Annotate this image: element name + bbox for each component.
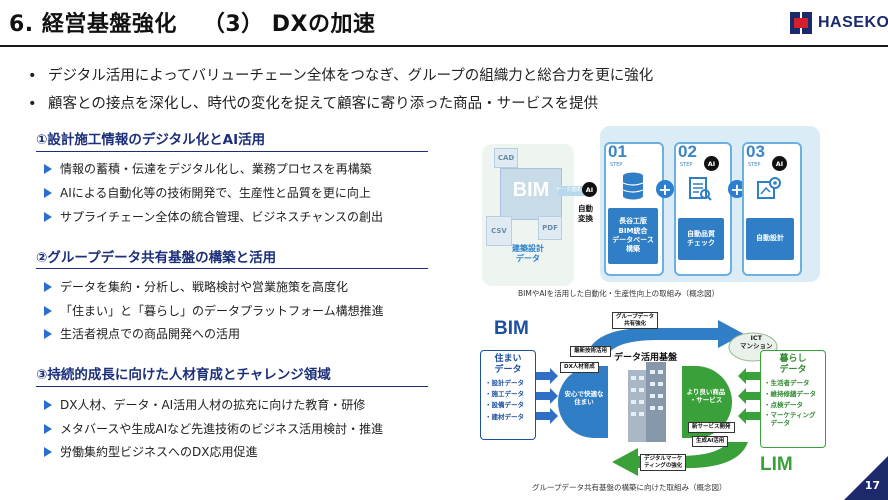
haseko-logo: HASEKO bbox=[790, 10, 888, 36]
triangle-bullet-icon bbox=[44, 281, 52, 292]
data-platform-diagram: BIM LIM 住まい データ ・設計データ ・施工データ ・設備データ ・建材… bbox=[478, 310, 878, 494]
section-3-item: 労働集約型ビジネスへのDX応用促進 bbox=[44, 443, 257, 460]
right-arrow-label: より良い商品 ・サービス bbox=[686, 388, 726, 405]
diagram2-caption: グループデータ共有基盤の構築に向けた取組み（概念図） bbox=[532, 483, 727, 492]
bullet-1: •デジタル活用によってバリューチェーン全体をつなぎ、グループの組織力と総合力を更… bbox=[28, 68, 654, 84]
source-label: 建築設計 データ bbox=[512, 244, 544, 264]
step-1-number: 01 bbox=[608, 142, 627, 161]
ai-badge-icon: AI bbox=[772, 156, 787, 171]
housing-data-title: 住まい データ bbox=[494, 354, 522, 375]
housing-data-box: 住まい データ ・設計データ ・施工データ ・設備データ ・建材データ bbox=[480, 350, 536, 440]
left-flow-arrows-icon bbox=[536, 368, 558, 424]
section-1-item: 情報の蓄積・伝達をデジタル化し、業務プロセスを再構築 bbox=[44, 160, 372, 177]
title-sub: （3） DXの加速 bbox=[202, 12, 376, 37]
section-2-item: 生活者視点での商品開発への活用 bbox=[44, 325, 240, 342]
pdf-doc-icon: PDF bbox=[538, 216, 562, 240]
center-label: データ活用基盤 bbox=[614, 353, 678, 363]
step-word: STEP bbox=[610, 162, 623, 168]
left-arrow-label: 安心で快適な 住まい bbox=[564, 390, 604, 407]
step-3-number: 03 bbox=[746, 142, 765, 161]
auto-convert-label: 自動 変換 bbox=[578, 204, 593, 223]
step-word: STEP bbox=[748, 162, 761, 168]
ai-badge-icon: AI bbox=[704, 156, 719, 171]
page-number: 17 bbox=[864, 479, 880, 492]
data-link-arrow bbox=[558, 186, 584, 196]
triangle-bullet-icon bbox=[44, 399, 52, 410]
tag-latest-tech: 最新技術活用 bbox=[570, 346, 612, 357]
right-flow-arrows-icon bbox=[738, 368, 760, 424]
cad-doc-icon: CAD bbox=[494, 148, 518, 168]
building-icon bbox=[628, 362, 666, 442]
csv-doc-icon: CSV bbox=[486, 216, 512, 246]
bim-label: BIM bbox=[494, 318, 529, 339]
title-main: 6. 経営基盤強化 bbox=[9, 12, 177, 37]
triangle-bullet-icon bbox=[44, 423, 52, 434]
bullet-marker: • bbox=[28, 96, 37, 112]
page-title: 6. 経営基盤強化 （3） DXの加速 bbox=[9, 6, 376, 38]
diagram1-caption: BIMやAIを活用した自動化・生産性向上の取組み（概念図） bbox=[518, 289, 720, 298]
triangle-bullet-icon bbox=[44, 328, 52, 339]
section-1-item: AIによる自動化等の技術開発で、生産性と品質を更に向上 bbox=[44, 184, 371, 201]
bim-ai-diagram: CAD BIM CSV PDF 建築設計 データ データ連携 AI 自動 変換 … bbox=[478, 124, 878, 298]
section-3-item: メタバースや生成AIなど先進技術のビジネス活用検討・推進 bbox=[44, 420, 383, 437]
lim-label: LIM bbox=[760, 454, 793, 475]
quality-check-icon bbox=[689, 177, 712, 201]
triangle-bullet-icon bbox=[44, 211, 52, 222]
haseko-logo-icon bbox=[790, 12, 812, 34]
tag-new-service: 新サービス開発 bbox=[688, 422, 735, 433]
logo-text: HASEKO bbox=[818, 14, 888, 31]
section-2-item: 「住まい」と「暮らし」のデータプラットフォーム構想推進 bbox=[44, 302, 384, 319]
step-3-label: 自動設計 bbox=[746, 218, 794, 260]
section-2-underline bbox=[36, 268, 428, 269]
step-2-number: 02 bbox=[678, 142, 697, 161]
bullet-marker: • bbox=[28, 68, 37, 84]
triangle-bullet-icon bbox=[44, 163, 52, 174]
ai-icon: AI bbox=[582, 182, 597, 197]
step-word: STEP bbox=[680, 162, 693, 168]
section-1-heading: ①設計施工情報のデジタル化とAI活用 bbox=[36, 132, 266, 148]
plus-icon: + bbox=[656, 180, 674, 199]
section-2-heading: ②グループデータ共有基盤の構築と活用 bbox=[36, 250, 277, 266]
plus-icon: + bbox=[728, 180, 746, 199]
section-3-item: DX人材、データ・AI活用人材の拡充に向けた教育・研修 bbox=[44, 396, 365, 413]
triangle-bullet-icon bbox=[44, 446, 52, 457]
database-icon bbox=[622, 172, 644, 200]
bim-label: BIM bbox=[512, 179, 550, 201]
top-cycle-arrow-icon bbox=[588, 320, 744, 354]
step-1-label: 長谷工版 BIM統合 データベース 構築 bbox=[608, 208, 658, 264]
data-link-label: データ連携 bbox=[556, 187, 582, 193]
ict-label: ICT マンション bbox=[740, 334, 773, 351]
page-corner bbox=[844, 456, 888, 500]
tag-gen-ai: 生成AI活用 bbox=[692, 436, 729, 447]
section-3-heading: ③持続的成長に向けた人材育成とチャレンジ領域 bbox=[36, 367, 331, 383]
step-2-label: 自動品質 チェック bbox=[678, 218, 724, 260]
left-swoosh bbox=[558, 366, 608, 438]
section-2-item: データを集約・分析し、戦略検討や営業施策を高度化 bbox=[44, 278, 348, 295]
section-3-underline bbox=[36, 386, 428, 387]
living-data-box: 暮らし データ ・生活者データ ・維持修繕データ ・点検データ ・マーケティング… bbox=[760, 350, 826, 448]
top-tag: グループデータ 共有強化 bbox=[612, 312, 659, 330]
bullet-2: •顧客との接点を深化し、時代の変化を捉えて顧客に寄り添った商品・サービスを提供 bbox=[28, 96, 599, 112]
auto-design-icon bbox=[757, 177, 781, 199]
triangle-bullet-icon bbox=[44, 187, 52, 198]
header-divider bbox=[0, 45, 888, 47]
living-data-title: 暮らし データ bbox=[779, 354, 807, 375]
section-1-underline bbox=[36, 151, 428, 152]
section-1-item: サプライチェーン全体の統合管理、ビジネスチャンスの創出 bbox=[44, 208, 383, 225]
bottom-tag: デジタルマーケ ティングの強化 bbox=[640, 454, 687, 472]
triangle-bullet-icon bbox=[44, 305, 52, 316]
tag-dx-talent: DX人材育成 bbox=[560, 362, 599, 373]
bim-block: BIM bbox=[500, 168, 562, 220]
